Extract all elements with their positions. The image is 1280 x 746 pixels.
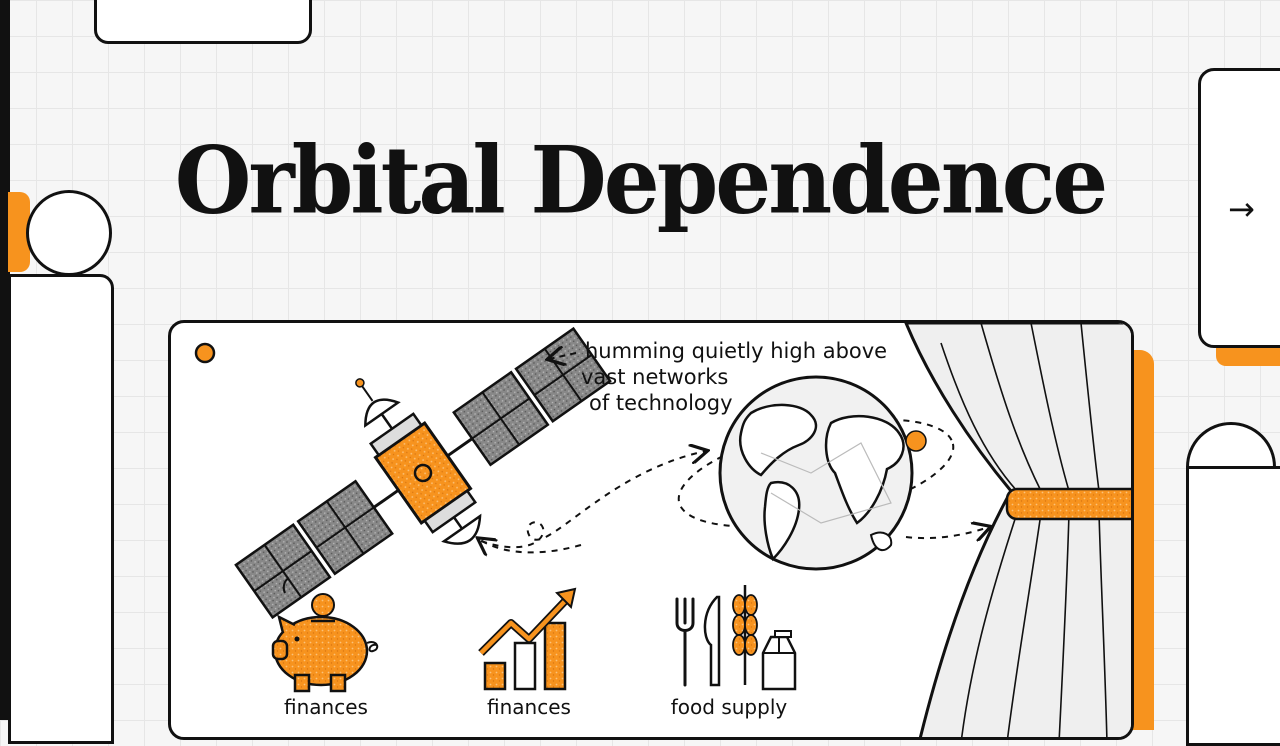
orange-dot-icon xyxy=(194,342,216,364)
growth-chart-icon xyxy=(478,587,577,691)
top-tab-card xyxy=(94,0,312,44)
caption-line-3: of technology xyxy=(589,391,733,415)
signal-path-icon xyxy=(480,451,706,549)
food-supply-icon xyxy=(675,585,797,691)
left-orange-accent xyxy=(8,192,30,272)
caption-line-2: vast networks xyxy=(581,365,729,389)
right-next-card[interactable] xyxy=(1198,68,1280,348)
left-side-card xyxy=(8,274,114,744)
piggy-bank-icon xyxy=(271,577,379,693)
curtain-icon xyxy=(904,323,1131,737)
return-path-icon xyxy=(479,539,582,552)
globe-icon xyxy=(677,375,989,571)
satellite-icon xyxy=(234,326,612,620)
finances-chart-label: finances xyxy=(487,695,571,719)
illustration-panel: humming quietly high above vast networks… xyxy=(168,320,1134,740)
caption-line-1: humming quietly high above xyxy=(585,339,888,363)
illustration-canvas xyxy=(194,323,1131,737)
left-circle-decoration xyxy=(26,190,112,276)
next-arrow-icon[interactable]: → xyxy=(1228,190,1255,228)
right-lower-card xyxy=(1186,466,1280,746)
food-supply-label: food supply xyxy=(670,695,788,719)
slide-title: Orbital Dependence xyxy=(174,125,1109,235)
caption-arrow-icon xyxy=(549,353,577,359)
left-edge-strip xyxy=(0,0,10,720)
finances-piggy-label: finances xyxy=(284,695,368,719)
